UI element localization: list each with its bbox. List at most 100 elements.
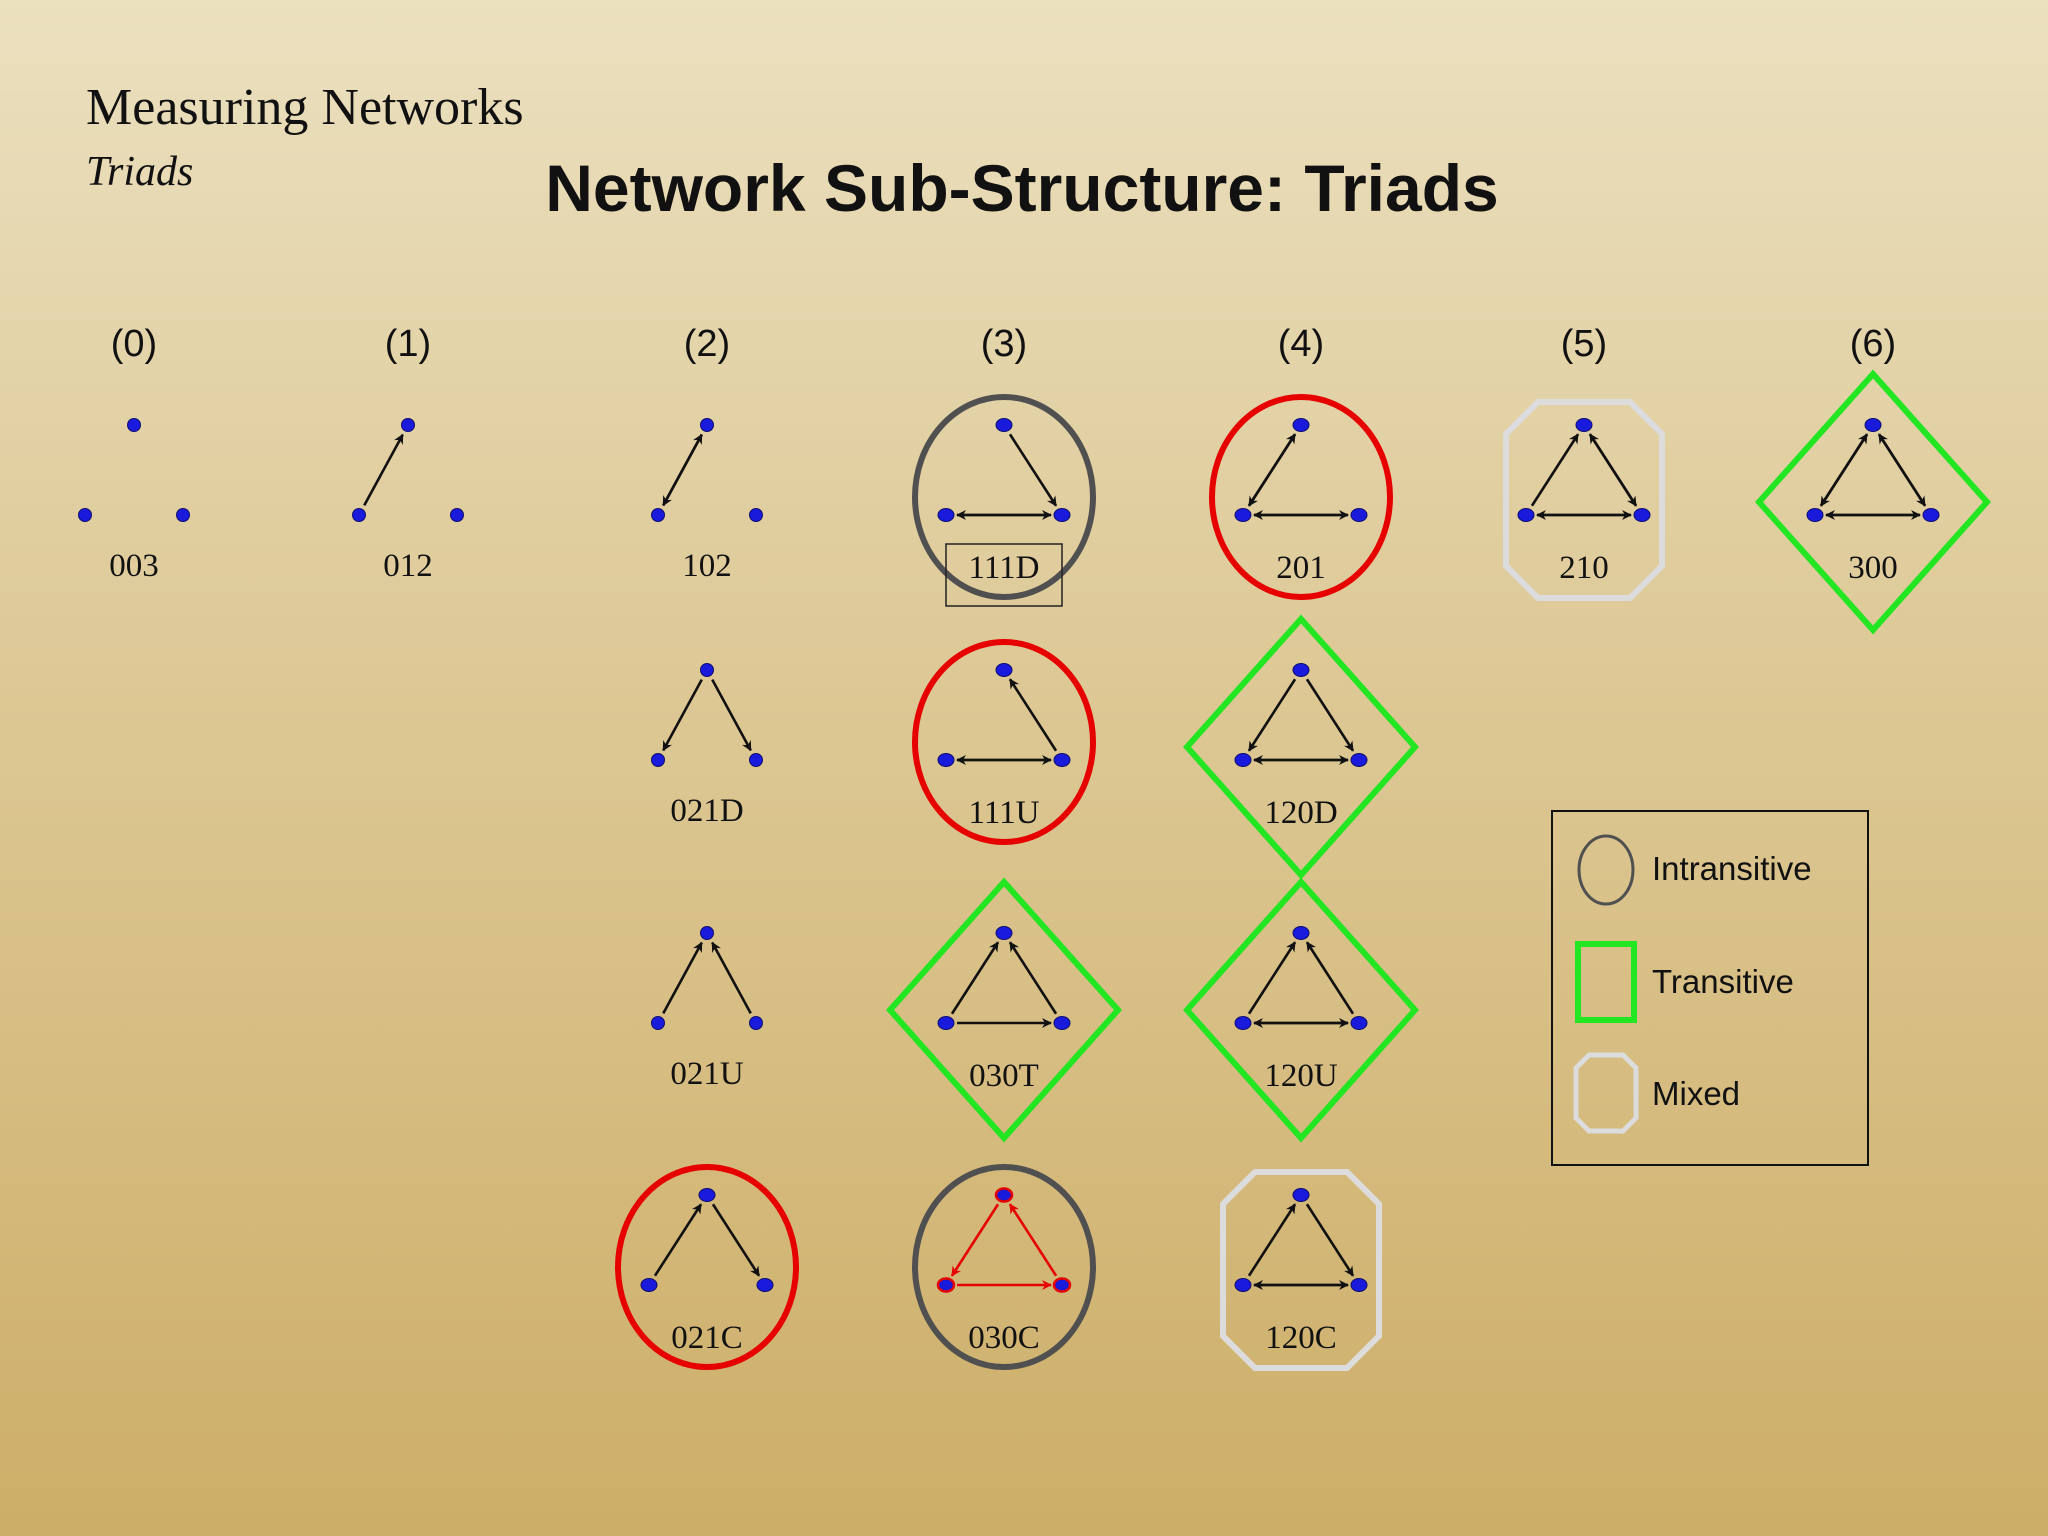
triad-code-label: 030C	[968, 1320, 1040, 1356]
directed-arc	[1247, 941, 1297, 1015]
triad-code-label: 120U	[1264, 1058, 1338, 1094]
directed-arc	[1247, 1203, 1297, 1277]
triad-030c: 030C	[912, 1164, 1096, 1370]
node	[1350, 1016, 1368, 1030]
directed-arc	[711, 1203, 761, 1277]
transitive-swatch	[1575, 941, 1637, 1023]
triad-code-label: 012	[383, 548, 433, 584]
node	[937, 1016, 955, 1030]
transitive-frame	[1182, 877, 1420, 1143]
intransitive-frame	[615, 1164, 799, 1370]
column-label: (5)	[1561, 323, 1607, 365]
triad-code-label: 300	[1848, 550, 1898, 586]
node	[749, 1016, 763, 1030]
triad-code-label: 120D	[1264, 795, 1337, 831]
legend-item-transitive: Transitive	[1575, 941, 1794, 1023]
triad-111d: 111D	[912, 394, 1096, 607]
intransitive-frame	[912, 1164, 1096, 1370]
mutual-arc-reverse	[1588, 433, 1638, 507]
directed-arc	[1305, 941, 1355, 1015]
triad-code-label: 021D	[670, 793, 743, 829]
node	[401, 418, 415, 432]
node	[749, 508, 763, 522]
node	[127, 418, 141, 432]
node	[1053, 753, 1071, 767]
directed-arc	[1008, 1203, 1058, 1277]
slide-title: Network Sub-Structure: Triads	[0, 150, 2048, 226]
column-label: (6)	[1850, 323, 1896, 365]
triad-111u: 111U	[912, 639, 1096, 845]
triad-210: 210	[1503, 399, 1665, 601]
mutual-arc-reverse	[1819, 433, 1869, 507]
transitive-frame	[1754, 369, 1992, 635]
triad-120c: 120C	[1220, 1169, 1382, 1371]
directed-arc	[950, 1203, 1000, 1277]
legend-item-mixed: Mixed	[1573, 1052, 1740, 1134]
directed-arc	[653, 1203, 703, 1277]
node	[1633, 508, 1651, 522]
node	[700, 926, 714, 940]
triad-021c: 021C	[615, 1164, 799, 1370]
mutual-arc-reverse	[1877, 433, 1927, 507]
node	[176, 508, 190, 522]
node	[937, 753, 955, 767]
directed-arc	[1008, 678, 1058, 752]
triad-code-label: 201	[1276, 550, 1326, 586]
node	[700, 418, 714, 432]
node	[1517, 508, 1535, 522]
triad-120d: 120D	[1182, 614, 1420, 880]
node	[756, 1278, 774, 1292]
node	[1234, 1278, 1252, 1292]
node	[1234, 508, 1252, 522]
node	[1292, 663, 1310, 677]
node	[1053, 1016, 1071, 1030]
triad-code-label: 111U	[969, 795, 1040, 831]
node	[1292, 418, 1310, 432]
triad-code-label: 120C	[1265, 1320, 1337, 1356]
directed-arc	[662, 941, 703, 1014]
slide-subheading: Triads	[86, 149, 194, 195]
node	[995, 418, 1013, 432]
node	[1922, 508, 1940, 522]
triad-201: 201	[1209, 394, 1393, 600]
node	[651, 753, 665, 767]
node	[749, 753, 763, 767]
column-label: (1)	[385, 323, 431, 365]
node	[1350, 508, 1368, 522]
column-labels: (0)(1)(2)(3)(4)(5)(6)	[111, 323, 1896, 365]
triad-021d: 021D	[651, 663, 763, 829]
directed-arc	[711, 679, 752, 752]
directed-arc	[1530, 433, 1580, 507]
triad-012: 012	[352, 418, 464, 584]
triad-021u: 021U	[651, 926, 763, 1092]
triad-102: 102	[651, 418, 763, 584]
node	[640, 1278, 658, 1292]
triad-300: 300	[1754, 369, 1992, 635]
triad-code-label: 210	[1559, 550, 1609, 586]
legend-label: Intransitive	[1652, 850, 1812, 887]
node	[1864, 418, 1882, 432]
intransitive-frame	[912, 394, 1096, 600]
node	[698, 1188, 716, 1202]
node	[450, 508, 464, 522]
directed-arc	[1008, 941, 1058, 1015]
directed-arc	[662, 679, 703, 752]
legend-item-intransitive: Intransitive	[1577, 834, 1812, 906]
node	[1350, 1278, 1368, 1292]
node	[1234, 1016, 1252, 1030]
directed-arc	[363, 433, 404, 506]
node	[651, 508, 665, 522]
intransitive-frame	[912, 639, 1096, 845]
mutual-arc-reverse	[1247, 433, 1297, 507]
node	[937, 508, 955, 522]
node	[936, 1277, 956, 1293]
column-label: (2)	[684, 323, 730, 365]
node	[994, 1187, 1014, 1203]
directed-arc	[711, 941, 752, 1014]
triad-code-label: 021C	[671, 1320, 743, 1356]
label-box	[945, 543, 1063, 607]
transitive-frame	[1182, 614, 1420, 880]
